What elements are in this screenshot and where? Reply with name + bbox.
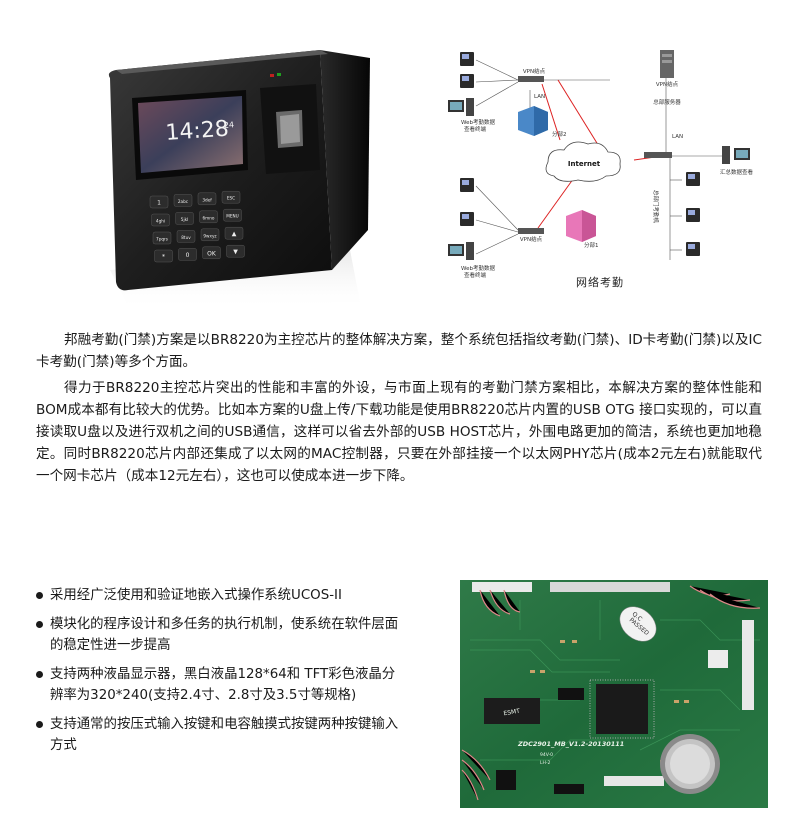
keypad-key-label: 5jkl — [181, 217, 188, 222]
feature-text: 采用经广泛使用和验证地嵌入式操作系统UCOS-II — [50, 588, 342, 603]
device-clock-time: 14:28 — [165, 117, 230, 146]
feature-list: 采用经广泛使用和验证地嵌入式操作系统UCOS-II 模块化的程序设计和多任务的执… — [36, 585, 406, 764]
hq-devices-label: 总部门考勤机 — [652, 190, 660, 224]
web-terminal-bottom-label-1: Web考勤数据 — [461, 264, 495, 272]
pcb-mark-2: LH-2 — [540, 760, 551, 766]
keypad-key — [175, 212, 194, 225]
feature-text: 模块化的程序设计和多任务的执行机制，使系统在软件层面的稳定性进一步提高 — [50, 617, 399, 653]
keypad-key-label: 7pqrs — [156, 237, 168, 242]
feature-item: 模块化的程序设计和多任务的执行机制，使系统在软件层面的稳定性进一步提高 — [36, 614, 406, 656]
keypad-key — [152, 231, 172, 245]
feature-text: 支持通常的按压式输入按键和电容触摸式按键两种按键输入方式 — [50, 717, 399, 753]
intro-paragraph: 邦融考勤(门禁)方案是以BR8220为主控芯片的整体解决方案，整个系统包括指纹考… — [36, 332, 762, 370]
keypad-key — [223, 208, 242, 222]
keypad-key — [224, 226, 244, 240]
keypad-key-label: MENU — [226, 214, 238, 219]
keypad-key — [149, 195, 169, 209]
feature-item: 采用经广泛使用和验证地嵌入式操作系统UCOS-II — [36, 585, 406, 606]
feature-text: 支持两种液晶显示器，黑白液晶128*64和 TFT彩色液晶分辨率为320*240… — [50, 667, 396, 703]
lan-right-label: LAN — [672, 134, 683, 140]
device-clock-seconds: 24 — [224, 120, 235, 130]
diagram-caption: 网络考勤 — [576, 275, 624, 289]
keypad-key — [151, 213, 170, 227]
network-attendance-diagram: Internet VPN结点 LAN 分部2 Web考勤数据 查看终端 VPN结… — [430, 40, 780, 290]
bullet-dot — [36, 671, 43, 678]
web-terminal-top-label-1: Web考勤数据 — [461, 118, 495, 126]
web-terminal-top-label-2: 查看终端 — [464, 125, 487, 133]
internet-label: Internet — [568, 160, 601, 168]
keypad-key-label: 3def — [202, 197, 212, 202]
keypad-key-label: 1 — [157, 200, 161, 207]
branch1-label: 分部1 — [584, 241, 599, 249]
feature-item: 支持两种液晶显示器，黑白液晶128*64和 TFT彩色液晶分辨率为320*240… — [36, 664, 406, 706]
summary-query-label: 汇总数据查看 — [720, 168, 754, 176]
board-model-label: ZDC2901_MB_V1.2-20130111 — [517, 740, 624, 748]
feature-item: 支持通常的按压式输入按键和电容触摸式按键两种按键输入方式 — [36, 714, 406, 756]
attendance-device-photo: 14:28 24 1 2abc 3def ESC 4ghi 5jkl 6mno MENU 7pq… — [70, 40, 400, 310]
keypad-key-label: * — [162, 254, 165, 261]
bullet-dot — [36, 592, 43, 599]
keypad-key-label: 8tuv — [181, 235, 191, 240]
keypad-key-label: ESC — [227, 196, 235, 201]
keypad-key — [202, 246, 221, 260]
keypad-key-label: 9wxyz — [203, 233, 217, 238]
keypad-key — [176, 230, 196, 243]
device-keypad: 1 2abc 3def ESC 4ghi 5jkl 6mno MENU 7pqrs 8tuv 9wx… — [149, 190, 245, 263]
keypad-key — [154, 249, 173, 263]
keypad-key — [200, 228, 220, 242]
vpn-node-right-label: VPN结点 — [656, 80, 679, 88]
chip-brand-label: ESMT — [503, 708, 521, 718]
keypad-key — [226, 244, 245, 258]
pcb-board-photo: Q.C PASSED ESMT ZDC2901_MB_V1.2-20130111… — [460, 580, 768, 808]
keypad-key — [197, 192, 217, 206]
keypad-key — [173, 194, 193, 207]
branch2-label: 分部2 — [552, 130, 567, 138]
bullet-dot — [36, 721, 43, 728]
vpn-node-top-label: VPN结点 — [523, 67, 546, 75]
keypad-key-label: 0 — [186, 252, 190, 259]
keypad-key-label: 4ghi — [156, 219, 165, 224]
lan-top-label: LAN — [534, 94, 545, 100]
web-terminal-bottom-label-2: 查看终端 — [464, 271, 487, 279]
keypad-key — [199, 210, 218, 224]
keypad-key-label: 6mno — [203, 215, 215, 220]
keypad-key — [221, 190, 241, 204]
bullet-dot — [36, 621, 43, 628]
keypad-key-label: 2abc — [178, 199, 189, 204]
pcb-mark-1: 94V-0 — [540, 752, 553, 758]
vpn-node-bottom-label: VPN结点 — [520, 235, 543, 243]
keypad-key-label: ▲ — [232, 231, 237, 238]
keypad-key — [178, 248, 197, 261]
hq-server-label: 总部服务器 — [653, 98, 681, 106]
keypad-key-label: OK — [207, 250, 217, 257]
advantage-paragraph: 得力于BR8220主控芯片突出的性能和丰富的外设，与市面上现有的考勤门禁方案相比… — [36, 380, 762, 484]
keypad-key-label: ▼ — [233, 249, 238, 256]
